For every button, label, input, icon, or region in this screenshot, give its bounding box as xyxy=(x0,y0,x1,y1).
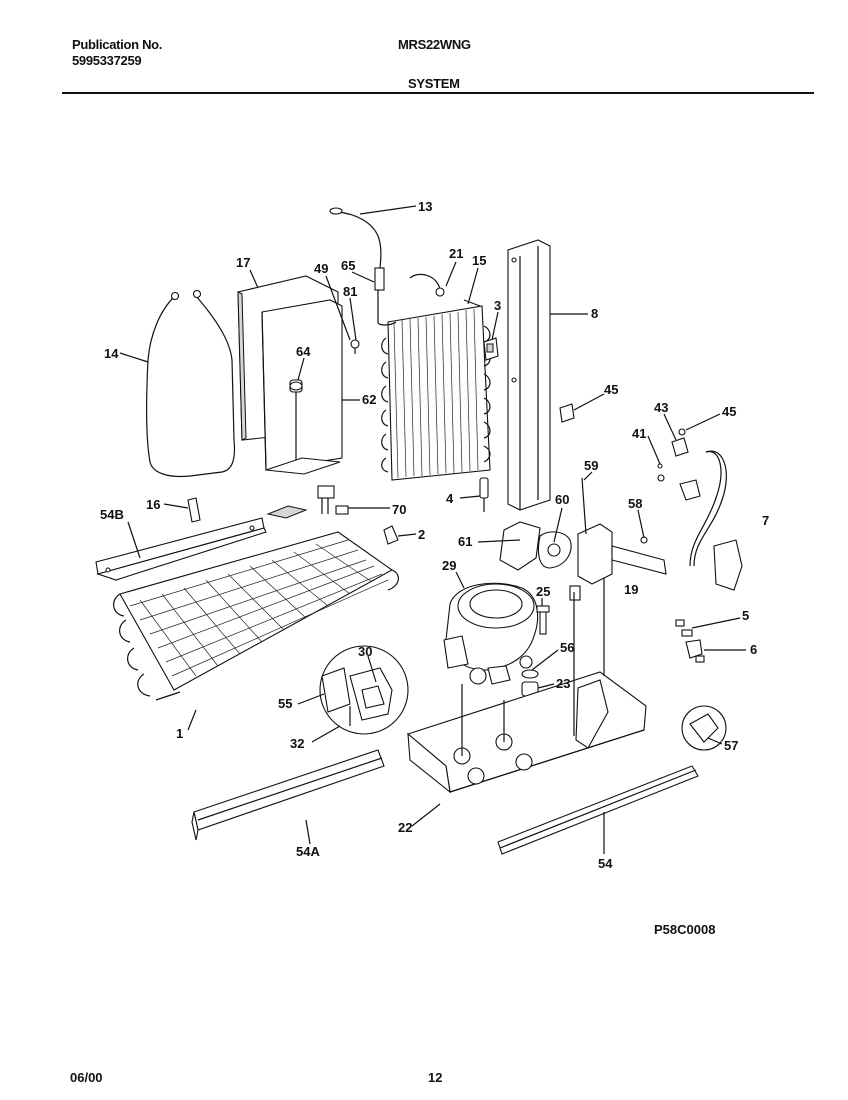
capillary-tube-13 xyxy=(329,207,385,312)
callout-81: 81 xyxy=(343,284,357,299)
start-relay-inset xyxy=(319,645,409,735)
footer-date: 06/00 xyxy=(70,1070,103,1085)
grommet-56-23 xyxy=(521,669,539,728)
callout-3: 3 xyxy=(494,298,501,313)
callout-7: 7 xyxy=(762,513,769,528)
callout-55: 55 xyxy=(278,696,292,711)
rail-54 xyxy=(497,765,699,855)
grommet-64 xyxy=(289,381,303,391)
callout-54A: 54A xyxy=(296,844,320,859)
callout-62: 62 xyxy=(362,392,376,407)
callout-4: 4 xyxy=(446,491,454,506)
callout-14: 14 xyxy=(104,346,119,361)
callout-70: 70 xyxy=(392,502,406,517)
callout-49: 49 xyxy=(314,261,328,276)
clip-16 xyxy=(187,497,201,523)
callout-5: 5 xyxy=(742,608,749,623)
defrost-wire-21 xyxy=(409,273,441,291)
callout-41: 41 xyxy=(632,426,646,441)
bracket-3 xyxy=(483,337,499,361)
callout-17: 17 xyxy=(236,255,250,270)
callout-22: 22 xyxy=(398,820,412,835)
clip-2 xyxy=(383,525,399,545)
fastener-6 xyxy=(685,639,705,663)
callout-8: 8 xyxy=(591,306,598,321)
callout-16: 16 xyxy=(146,497,160,512)
heater-loop-14 xyxy=(146,289,236,478)
bolt-25 xyxy=(536,605,550,635)
relay-43-41 xyxy=(657,437,689,482)
header-rule xyxy=(62,92,814,94)
screw-45-b xyxy=(678,428,686,436)
channel-8 xyxy=(507,239,551,511)
callout-61: 61 xyxy=(458,534,472,549)
screw-45-a xyxy=(559,403,575,423)
callout-13: 13 xyxy=(418,199,432,214)
callout-43: 43 xyxy=(654,400,668,415)
fastener-5 xyxy=(675,619,693,637)
callout-29: 29 xyxy=(442,558,456,573)
callout-6: 6 xyxy=(750,642,757,657)
base-pan-22 xyxy=(406,578,647,794)
publication-label: Publication No. xyxy=(72,37,163,52)
thermostat-21 xyxy=(435,287,445,297)
publication-number: 5995337259 xyxy=(72,53,142,68)
callout-60: 60 xyxy=(555,492,569,507)
callout-45a: 45 xyxy=(604,382,618,397)
evaporator-coil-15 xyxy=(377,299,491,481)
callout-23: 23 xyxy=(556,676,570,691)
terminal-70 xyxy=(317,485,349,515)
callout-labels: 13 17 49 65 21 15 81 3 8 14 64 62 45 43 … xyxy=(100,199,769,871)
callout-1: 1 xyxy=(176,726,183,741)
callout-2: 2 xyxy=(418,527,425,542)
callout-54B: 54B xyxy=(100,507,124,522)
callout-19: 19 xyxy=(624,582,638,597)
callout-45b: 45 xyxy=(722,404,736,419)
callout-56: 56 xyxy=(560,640,574,655)
rail-54A xyxy=(191,749,385,841)
callout-59: 59 xyxy=(584,458,598,473)
wire-harness-7 xyxy=(679,450,743,591)
condenser-1 xyxy=(113,531,399,701)
hardware-49-81 xyxy=(350,339,360,354)
leader-lines xyxy=(119,205,746,854)
footer-page: 12 xyxy=(428,1070,442,1085)
callout-30: 30 xyxy=(358,644,372,659)
section-title: SYSTEM xyxy=(408,76,460,91)
callout-58: 58 xyxy=(628,496,642,511)
callout-32: 32 xyxy=(290,736,304,751)
cap-57 xyxy=(681,705,727,751)
callout-21: 21 xyxy=(449,246,463,261)
callout-65: 65 xyxy=(341,258,355,273)
rail-54B xyxy=(95,517,267,581)
callout-54: 54 xyxy=(598,856,613,871)
callout-57: 57 xyxy=(724,738,738,753)
callout-15: 15 xyxy=(472,253,486,268)
callout-64: 64 xyxy=(296,344,311,359)
callout-25: 25 xyxy=(536,584,550,599)
condenser-fan-assembly xyxy=(499,477,667,601)
model-number: MRS22WNG xyxy=(398,37,471,52)
fitting-4 xyxy=(479,477,489,512)
compressor-29 xyxy=(443,582,539,685)
drawing-code: P58C0008 xyxy=(654,922,715,937)
evaporator-cover-17 xyxy=(237,275,343,519)
